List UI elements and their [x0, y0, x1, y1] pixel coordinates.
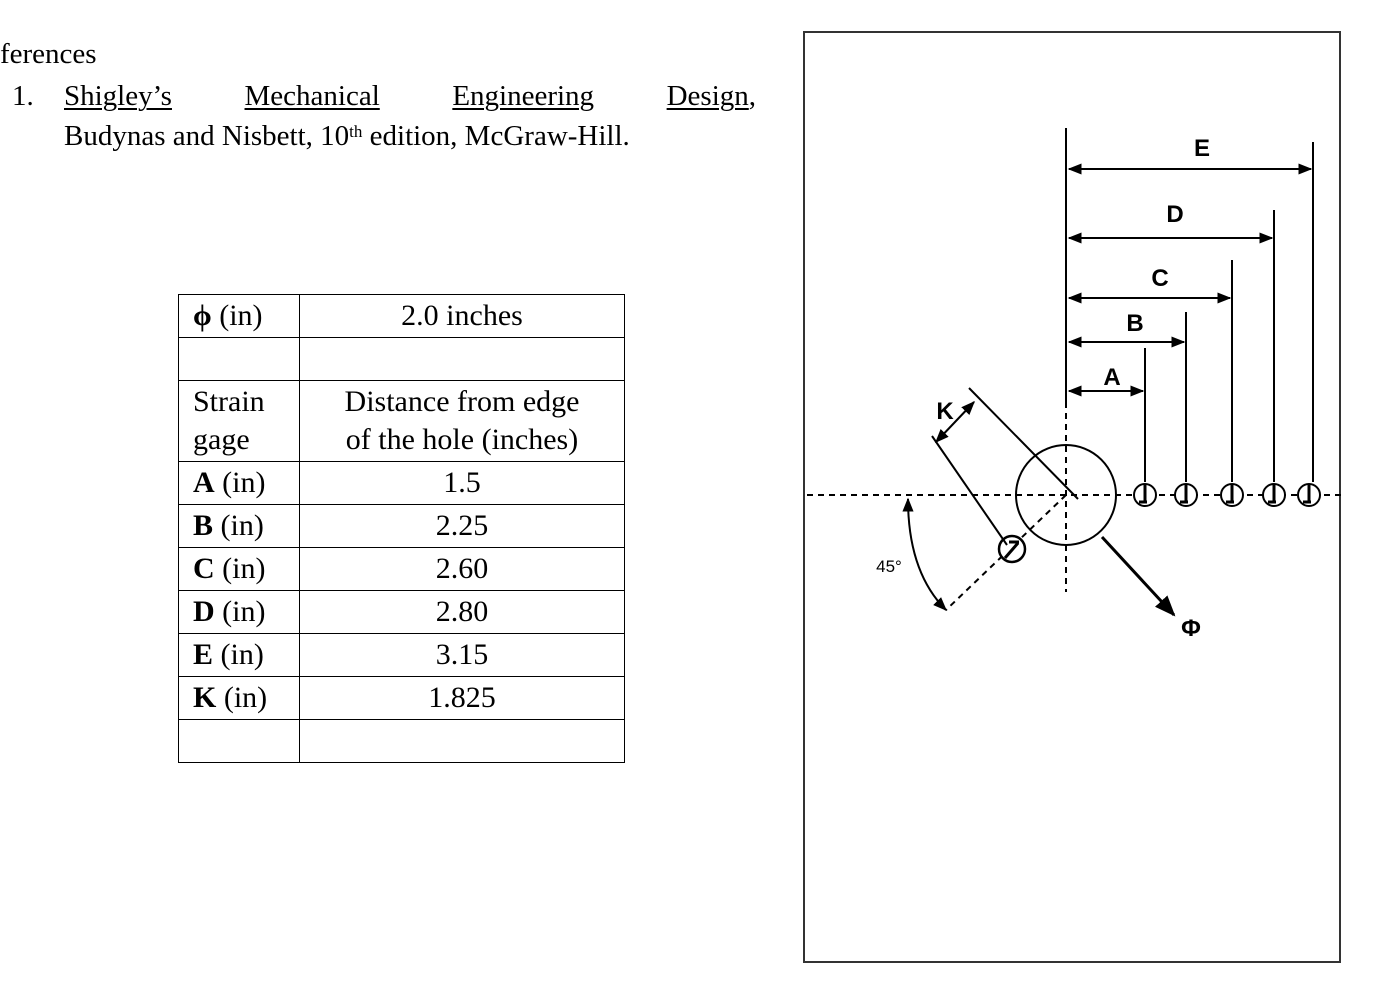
strain-gage-e-icon: [1297, 483, 1321, 507]
dimension-k: [935, 400, 975, 444]
title-word: Design,: [666, 80, 757, 112]
phi-value-cell: 2.0 inches: [299, 294, 625, 338]
reference-authors: Budynas and Nisbett, 10th edition, McGra…: [64, 120, 630, 152]
strain-gage-b-icon: [1174, 483, 1198, 507]
diagram-svg: E D C B A: [807, 128, 1343, 642]
label-a: A: [1103, 364, 1120, 391]
table-row: K (in)1.825: [178, 676, 625, 720]
reference-number: 1.: [12, 80, 34, 112]
title-word: Shigley’s: [64, 80, 172, 112]
diagonal-45-line: [945, 494, 1067, 611]
strain-gage-a-icon: [1133, 483, 1157, 507]
label-phi: Φ: [1181, 615, 1201, 642]
table-row: A (in)1.5: [178, 461, 625, 505]
angle-arc: [902, 497, 947, 611]
table-row: E (in)3.15: [178, 633, 625, 677]
phi-arrow: [1100, 535, 1176, 617]
reference-title: Shigley’s Mechanical Engineering Design,: [64, 78, 756, 114]
strain-gage-diagram: E D C B A: [803, 31, 1343, 963]
strain-gage-c-icon: [1220, 483, 1244, 507]
table-row: D (in)2.80: [178, 590, 625, 634]
title-word: Mechanical: [244, 80, 380, 112]
strain-gage-d-icon: [1262, 483, 1286, 507]
title-word: Engineering: [452, 80, 595, 112]
k-extension-outer: [968, 387, 1079, 500]
table-row-empty: [178, 719, 625, 763]
table-row: B (in)2.25: [178, 504, 625, 548]
k-extension-inner: [931, 435, 1008, 546]
label-e: E: [1194, 135, 1210, 162]
label-45-degrees: 45°: [876, 557, 902, 576]
table-row: C (in)2.60: [178, 547, 625, 591]
phi-label-cell: ϕ (in): [178, 294, 300, 338]
references-heading: ferences: [0, 38, 97, 70]
label-k: K: [936, 398, 954, 425]
label-b: B: [1126, 310, 1143, 337]
table-row-empty: [178, 337, 625, 381]
label-d: D: [1166, 201, 1183, 228]
hole-circle: [1015, 444, 1117, 546]
label-c: C: [1151, 265, 1168, 292]
table-row: ϕ (in) 2.0 inches: [178, 294, 625, 338]
